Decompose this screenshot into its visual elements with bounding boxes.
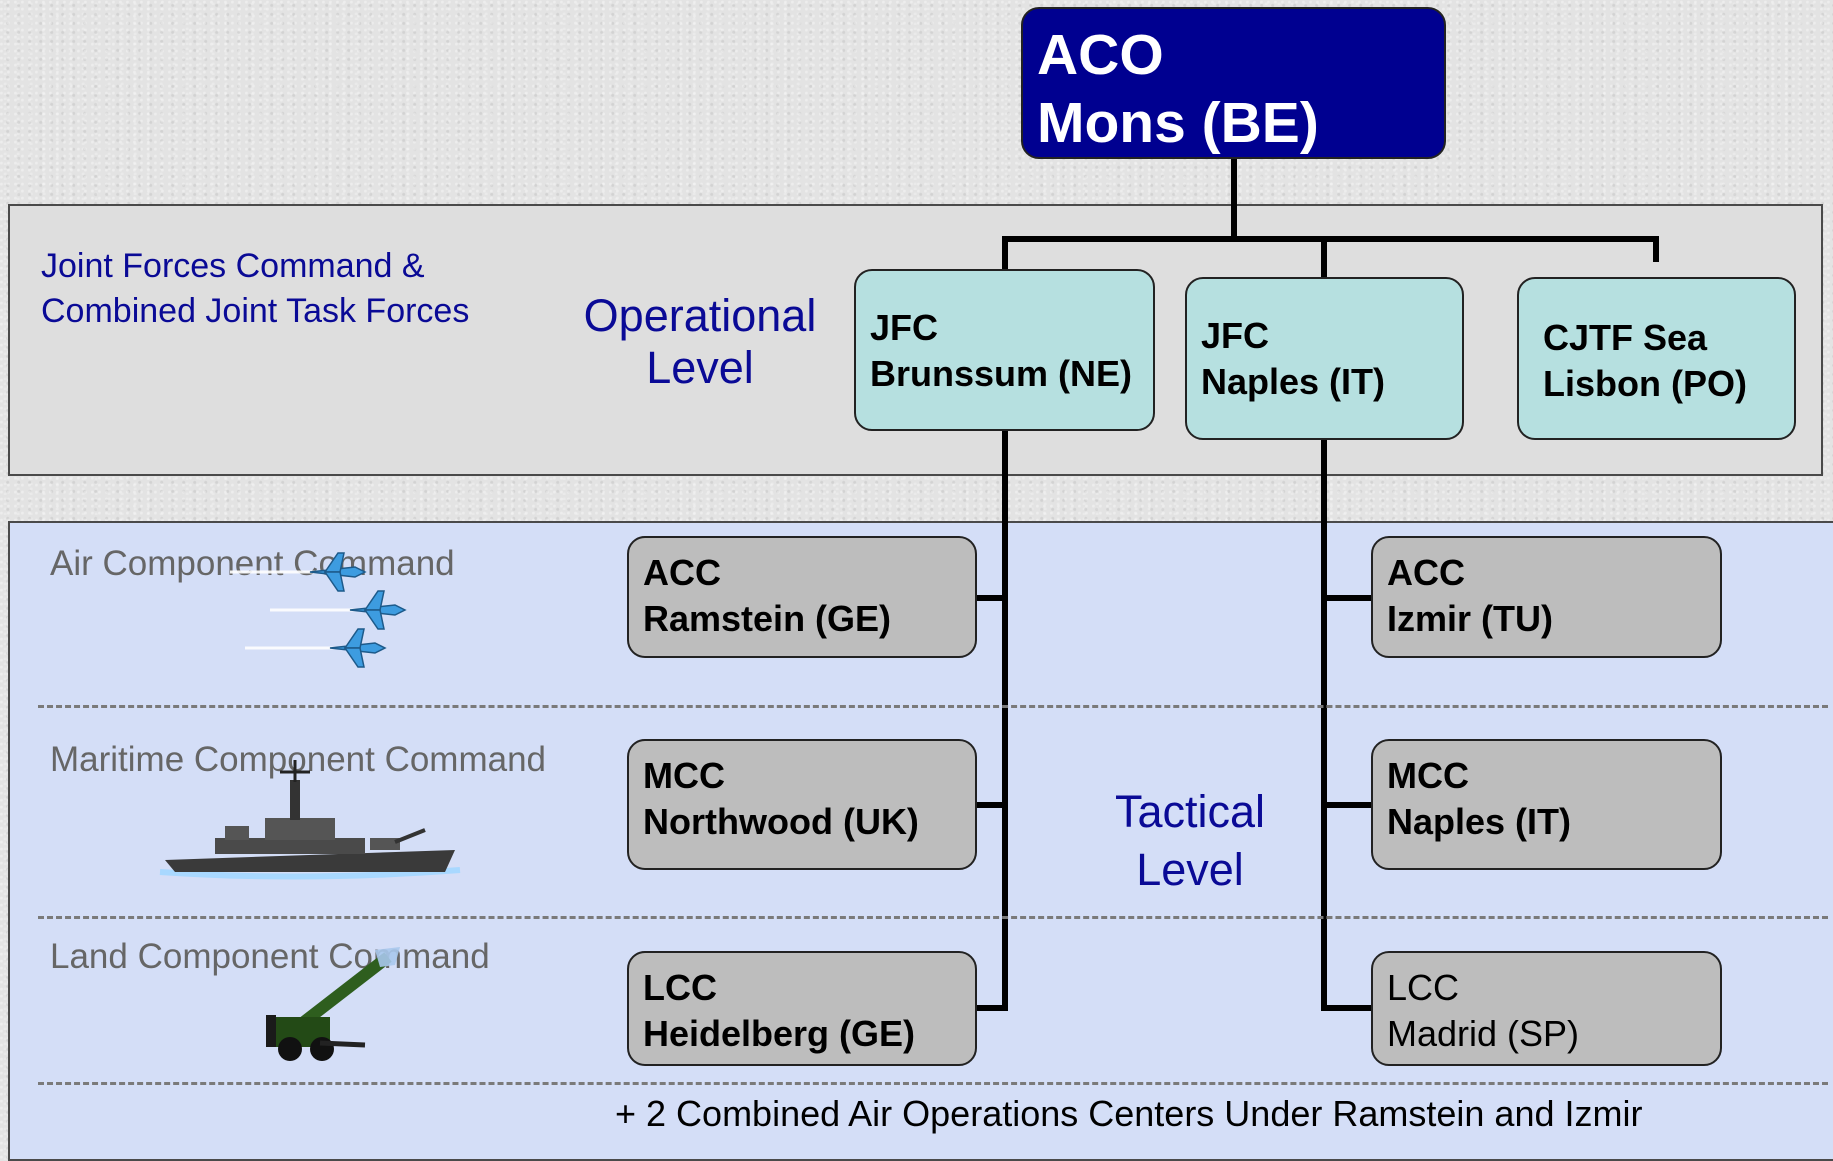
node-title: LCC bbox=[1387, 967, 1460, 1008]
jfc-brunssum-node: JFC Brunssum (NE) bbox=[854, 269, 1155, 431]
node-title: CJTF Sea bbox=[1543, 317, 1708, 358]
node-title: ACC bbox=[1387, 552, 1465, 593]
operational-caption-line2: Combined Joint Task Forces bbox=[41, 292, 470, 330]
node-title: ACC bbox=[643, 552, 721, 593]
node-title: JFC bbox=[1201, 315, 1270, 356]
cjtf-sea-lisbon-node: CJTF Sea Lisbon (PO) bbox=[1517, 277, 1796, 440]
land-component-label: Land Component Command bbox=[50, 937, 490, 976]
aco-root-node: ACO Mons (BE) bbox=[1021, 7, 1446, 159]
acc-ramstein-node: ACC Ramstein (GE) bbox=[627, 536, 977, 658]
lcc-madrid-node: LCC Madrid (SP) bbox=[1371, 951, 1722, 1066]
row-divider bbox=[38, 705, 1828, 708]
lcc-heidelberg-node: LCC Heidelberg (GE) bbox=[627, 951, 977, 1066]
footer-note: + 2 Combined Air Operations Centers Unde… bbox=[615, 1093, 1643, 1134]
tactical-level-line1: Tactical bbox=[1114, 786, 1266, 837]
node-location: Lisbon (PO) bbox=[1543, 363, 1747, 404]
fighter-jets-icon bbox=[230, 552, 407, 668]
operational-caption-line1: Joint Forces Command & bbox=[41, 247, 425, 285]
node-title: MCC bbox=[1387, 755, 1469, 796]
node-title: LCC bbox=[643, 967, 717, 1008]
node-location: Naples (IT) bbox=[1387, 801, 1572, 842]
node-title: MCC bbox=[643, 755, 725, 796]
mcc-northwood-node: MCC Northwood (UK) bbox=[627, 739, 977, 870]
node-location: Naples (IT) bbox=[1201, 361, 1386, 402]
jfc-naples-node: JFC Naples (IT) bbox=[1185, 277, 1464, 440]
row-divider bbox=[38, 916, 1828, 919]
node-location: Brunssum (NE) bbox=[870, 353, 1133, 394]
row-divider bbox=[38, 1082, 1828, 1085]
operational-level-line2: Level bbox=[646, 342, 754, 393]
operational-caption: Joint Forces Command & Combined Joint Ta… bbox=[41, 244, 469, 334]
node-location: Madrid (SP) bbox=[1387, 1013, 1580, 1054]
tactical-level-line2: Level bbox=[1136, 844, 1244, 895]
air-component-label: Air Component Command bbox=[50, 544, 455, 583]
node-location: Northwood (UK) bbox=[643, 801, 919, 842]
tactical-level-label: Tactical Level bbox=[1075, 786, 1305, 896]
warship-icon bbox=[159, 760, 461, 880]
root-location: Mons (BE) bbox=[1037, 91, 1319, 155]
acc-izmir-node: ACC Izmir (TU) bbox=[1371, 536, 1722, 658]
root-title: ACO bbox=[1037, 23, 1164, 87]
node-location: Izmir (TU) bbox=[1387, 598, 1553, 639]
mcc-naples-node: MCC Naples (IT) bbox=[1371, 739, 1722, 870]
operational-level-label: Operational Level bbox=[580, 290, 820, 394]
operational-level-line1: Operational bbox=[583, 290, 817, 341]
node-location: Ramstein (GE) bbox=[643, 598, 892, 639]
node-title: JFC bbox=[870, 307, 939, 348]
node-location: Heidelberg (GE) bbox=[643, 1013, 916, 1054]
artillery-gun-icon bbox=[266, 947, 400, 1061]
